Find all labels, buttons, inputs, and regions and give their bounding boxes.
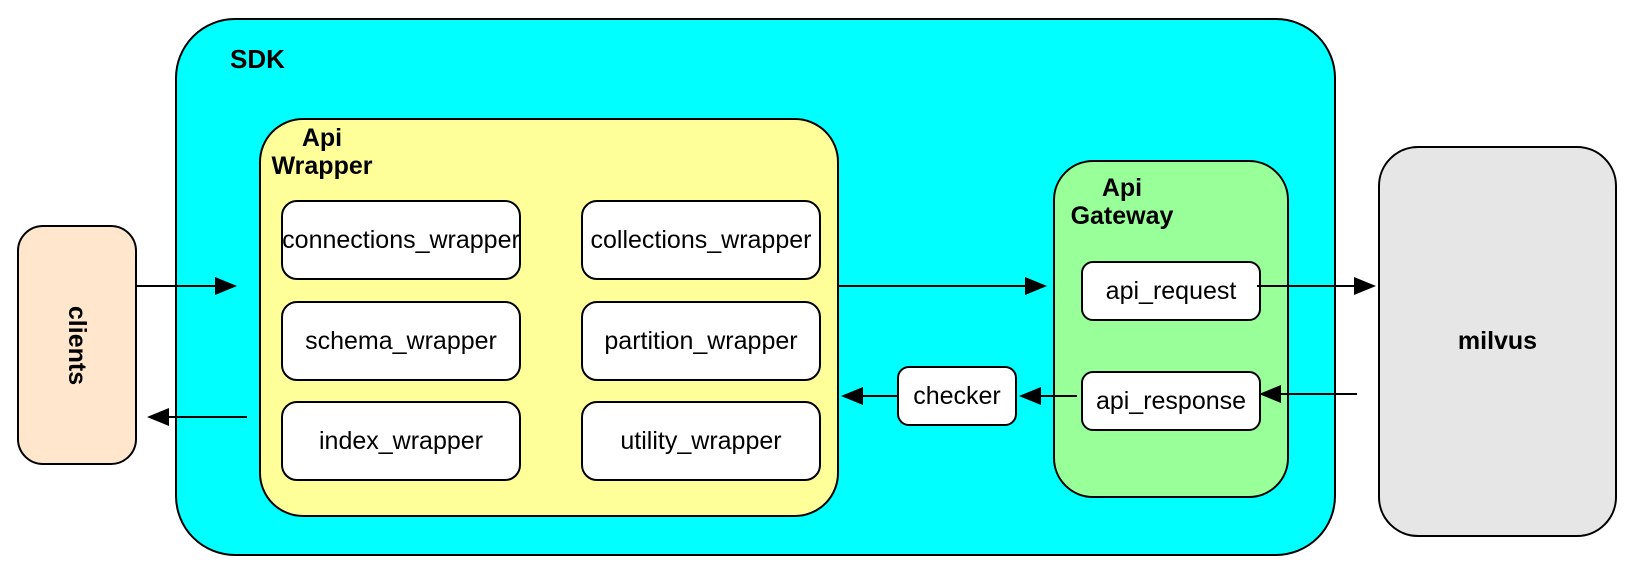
checker-label: checker [913,381,1001,410]
connections-wrapper-node: connections_wrapper [281,200,521,280]
milvus-label: milvus [1457,327,1538,355]
arrow-checker-to-wrapper-line [862,395,897,397]
arrow-request-to-milvus-head-icon [1354,277,1376,295]
collections-wrapper-node: collections_wrapper [581,200,821,280]
api-gateway-label-line1: Api [1101,174,1143,202]
checker-node: checker [897,366,1017,426]
arrow-sdk-to-clients-line [168,416,247,418]
partition-wrapper-node: partition_wrapper [581,301,821,381]
index-wrapper-node: index_wrapper [281,401,521,481]
api-gateway-container: Api Gateway api_request api_response [1053,160,1289,498]
api-response-node: api_response [1081,371,1261,431]
api-request-label: api_request [1105,276,1237,305]
utility-wrapper-node: utility_wrapper [581,401,821,481]
clients-node: clients [17,225,137,465]
sdk-label: SDK [230,44,285,74]
arrow-response-to-checker-line [1040,395,1077,397]
clients-label: clients [63,305,92,385]
arrow-clients-to-sdk-line [137,285,216,287]
arrow-wrapper-to-gateway-line [838,285,1025,287]
milvus-node: milvus [1378,146,1617,537]
api-response-label: api_response [1095,386,1247,415]
api-request-node: api_request [1081,261,1261,321]
api-gateway-label-line2: Gateway [1070,202,1174,230]
api-wrapper-label-line1: Api [301,124,343,152]
schema-wrapper-node: schema_wrapper [281,301,521,381]
arrow-milvus-to-response-line [1280,393,1357,395]
collections-wrapper-label: collections_wrapper [590,225,812,254]
schema-wrapper-label: schema_wrapper [305,326,497,355]
arrow-checker-to-wrapper-head-icon [841,387,863,405]
connections-wrapper-label: connections_wrapper [282,225,520,254]
api-wrapper-label-line2: Wrapper [271,152,373,180]
arrow-response-to-checker-head-icon [1019,387,1041,405]
api-wrapper-label: Api Wrapper [267,124,377,180]
arrow-request-to-milvus-line [1257,285,1354,287]
index-wrapper-label: index_wrapper [319,426,483,455]
arrow-sdk-to-clients-head-icon [147,408,169,426]
utility-wrapper-label: utility_wrapper [620,426,782,455]
arrow-milvus-to-response-head-icon [1259,385,1281,403]
arrow-wrapper-to-gateway-head-icon [1025,277,1047,295]
api-gateway-label: Api Gateway [1067,174,1177,230]
sdk-container: SDK Api Wrapper connections_wrapper coll… [175,18,1336,556]
partition-wrapper-label: partition_wrapper [604,326,798,355]
arrow-clients-to-sdk-head-icon [215,277,237,295]
api-wrapper-container: Api Wrapper connections_wrapper collecti… [259,118,839,517]
